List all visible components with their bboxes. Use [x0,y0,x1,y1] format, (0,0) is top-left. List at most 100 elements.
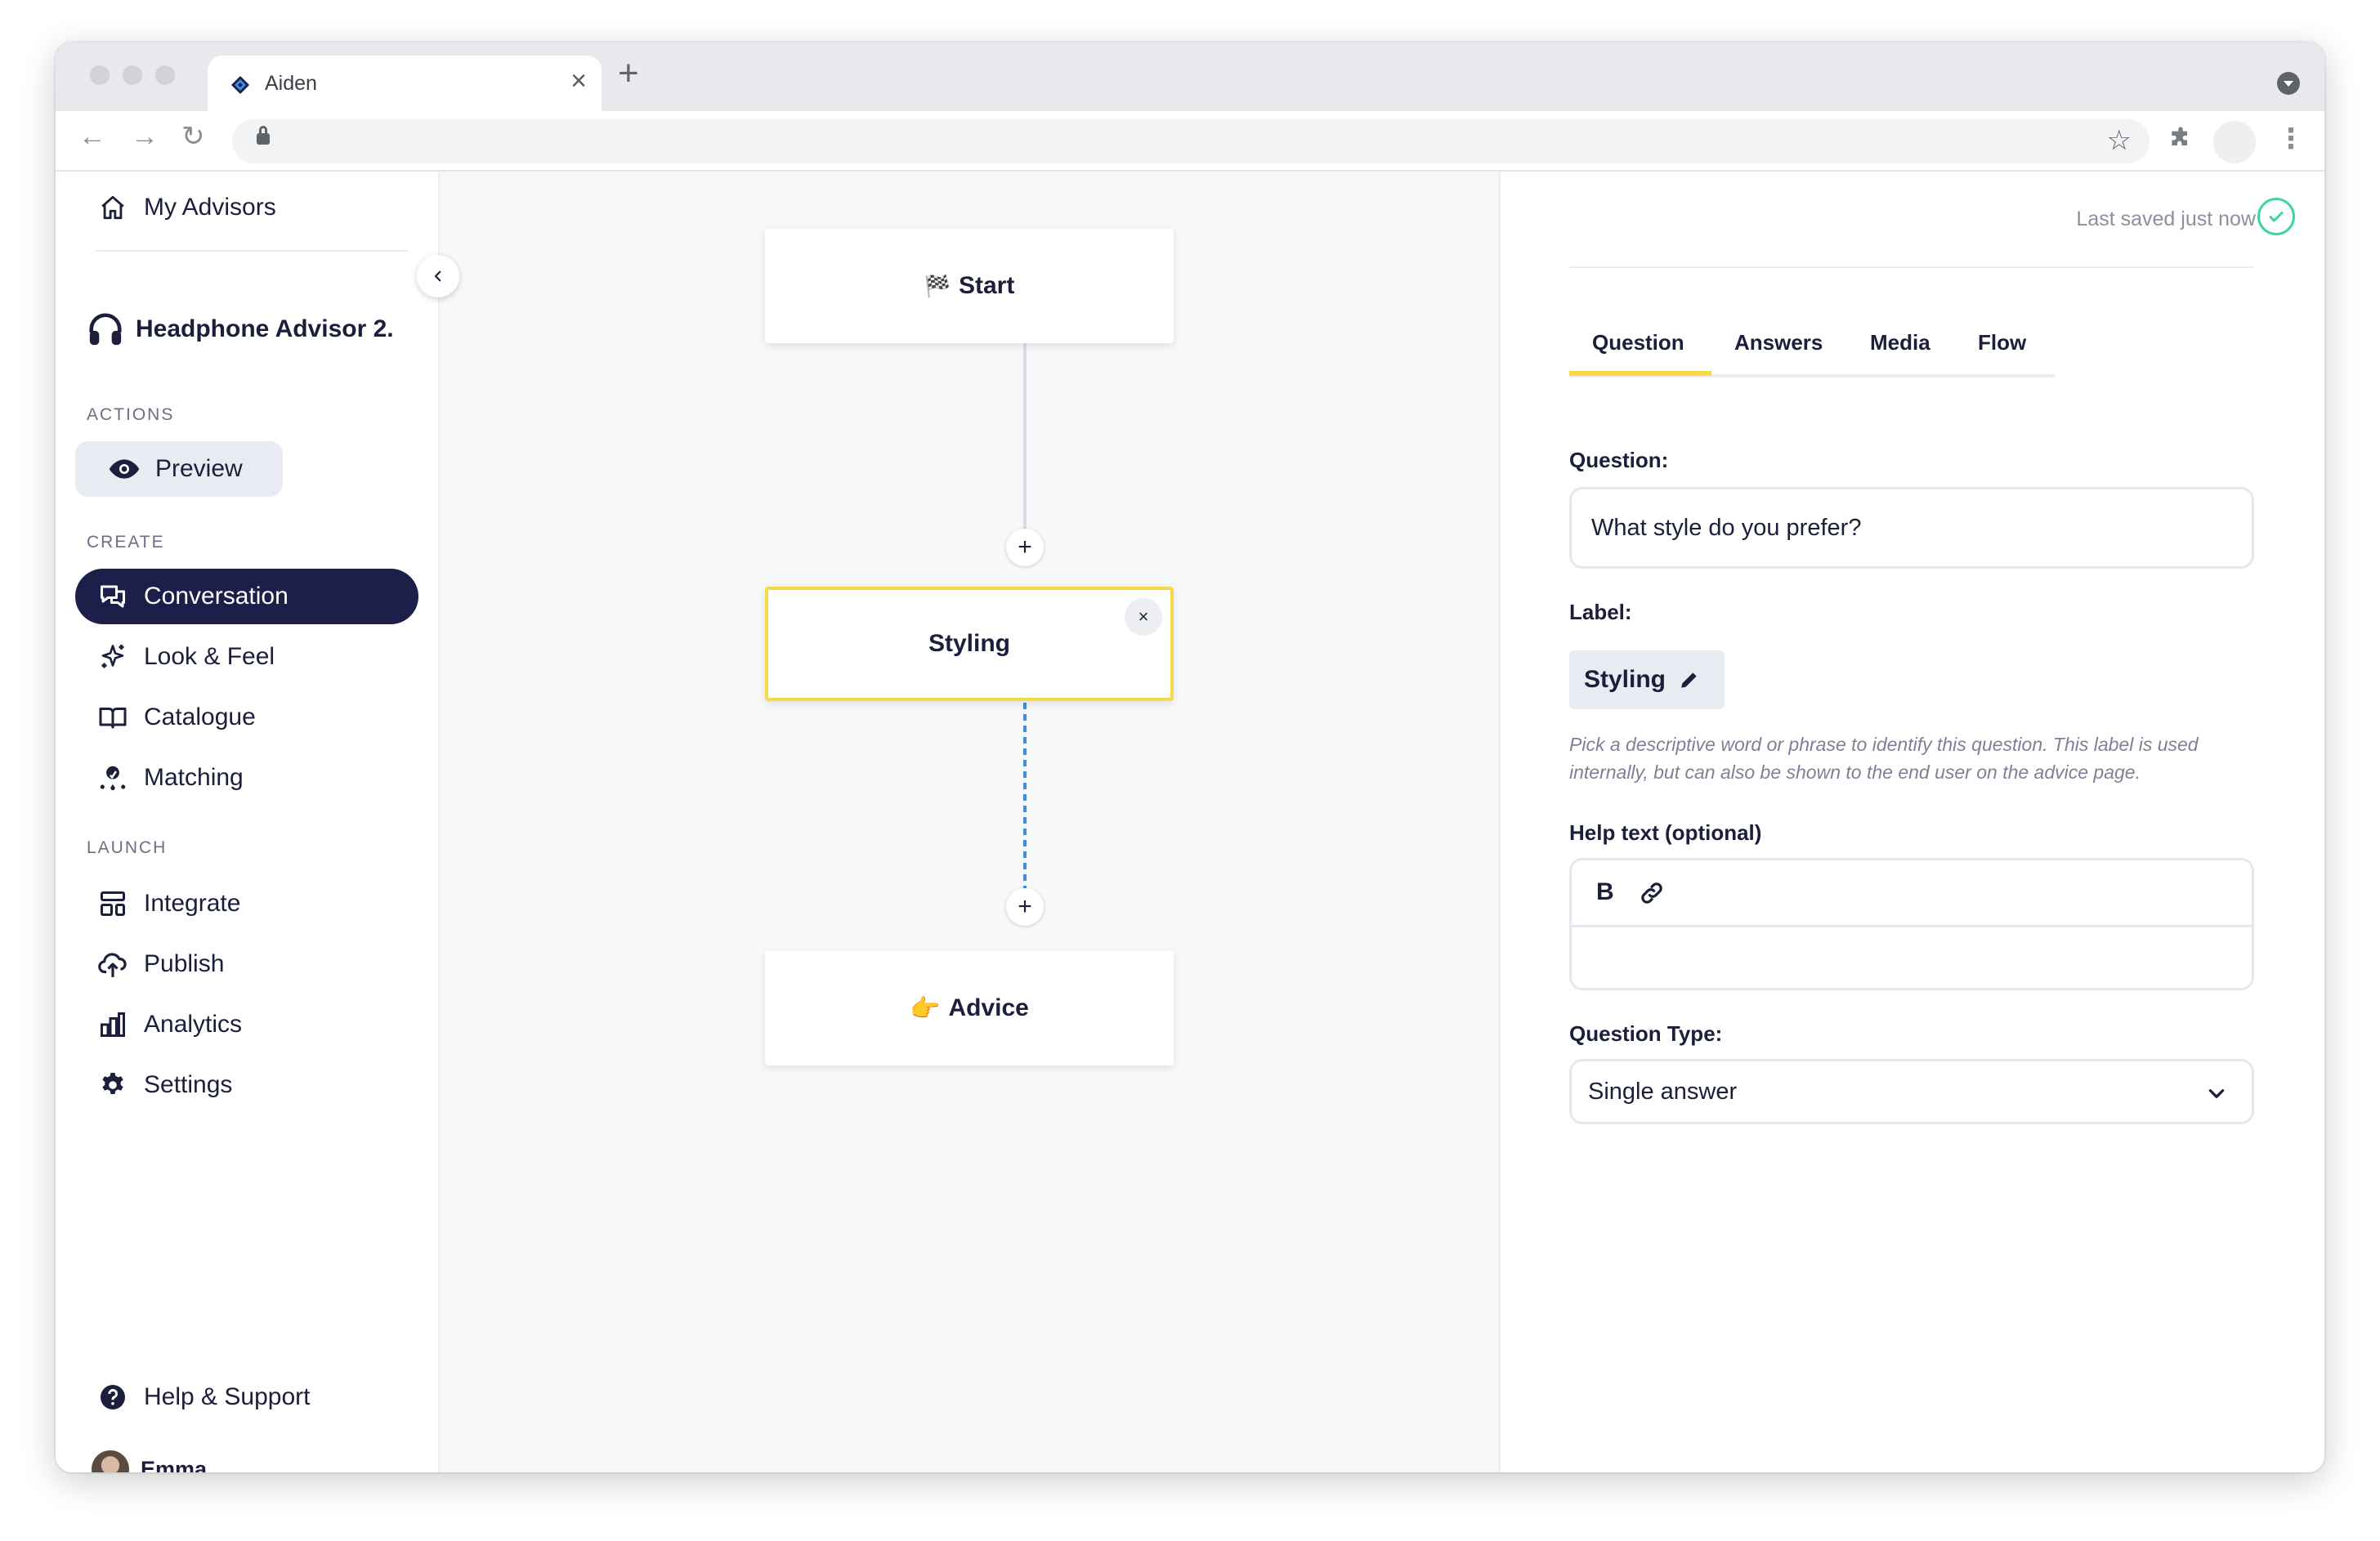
extensions-puzzle-icon[interactable] [2168,126,2194,152]
advisor-name: Headphone Advisor 2. [136,315,394,342]
eye-icon [109,459,140,479]
window-close-dot[interactable] [90,65,110,85]
sidebar-item-analytics[interactable]: Analytics [75,997,418,1052]
award-icon [96,762,129,794]
panel-divider [1569,266,2254,268]
headphones-icon [89,313,122,346]
delete-node-button[interactable]: × [1125,598,1162,636]
tab-answers[interactable]: Answers [1734,330,1823,355]
sidebar-item-catalogue[interactable]: Catalogue [75,690,418,745]
sidebar-item-look-and-feel[interactable]: Look & Feel [75,629,418,685]
user-profile[interactable]: Emma [88,1441,432,1472]
help-text-editor[interactable]: B [1569,858,2254,990]
preview-button[interactable]: Preview [75,441,283,497]
address-bar[interactable]: ☆ [232,119,2150,163]
help-text-field-label: Help text (optional) [1569,820,1762,845]
start-node[interactable]: 🏁 Start [765,229,1174,343]
tab-media[interactable]: Media [1870,330,1930,355]
flow-connector-dashed [1023,657,1027,904]
aiden-logo-icon [231,76,249,94]
question-type-select[interactable]: Single answer [1569,1059,2254,1124]
sidebar-item-label: Look & Feel [144,643,275,670]
sidebar-item-label: Publish [144,950,225,977]
question-editor-panel: Last saved just now Question Answers Med… [1499,172,2324,1472]
sparkle-icon [96,641,129,673]
preview-label: Preview [155,455,243,482]
profile-avatar[interactable] [2213,121,2256,163]
browser-menu-icon[interactable]: ⋮ [2277,123,2305,154]
avatar [92,1450,129,1472]
question-type-field-label: Question Type: [1569,1021,1723,1046]
sidebar-item-help-support[interactable]: Help & Support [75,1369,418,1425]
sidebar-item-publish[interactable]: Publish [75,936,418,992]
chevron-down-icon [2208,1089,2225,1098]
window-minimize-dot[interactable] [123,65,142,85]
sidebar-item-my-advisors[interactable]: My Advisors [75,180,418,235]
question-input[interactable]: What style do you prefer? [1569,487,2254,569]
add-node-button[interactable]: + [1006,529,1044,566]
bookmark-star-icon[interactable]: ☆ [2106,125,2132,156]
bold-button[interactable]: B [1596,878,1614,905]
label-chip[interactable]: Styling [1569,650,1725,709]
link-icon[interactable] [1639,880,1665,906]
browser-tab[interactable]: Aiden × [208,56,602,111]
sidebar-item-matching[interactable]: Matching [75,750,418,806]
pointing-hand-icon: 👉 [910,994,941,1022]
sidebar-item-label: Help & Support [144,1383,311,1410]
sidebar-item-label: Analytics [144,1011,243,1038]
tab-flow[interactable]: Flow [1978,330,2027,355]
sidebar-item-integrate[interactable]: Integrate [75,876,418,931]
start-node-label: Start [959,272,1015,299]
window-zoom-dot[interactable] [155,65,175,85]
sidebar-item-label: Integrate [144,890,241,917]
question-node-styling[interactable]: Styling × [765,587,1174,701]
tab-close-icon[interactable]: × [570,65,587,96]
flow-canvas[interactable]: 🏁 Start + Styling × + 👉 Advice [440,172,1499,1472]
chat-icon [96,580,129,613]
sidebar-item-label: Matching [144,764,244,791]
bar-chart-icon [96,1008,129,1041]
home-icon [96,191,129,224]
chevron-left-icon [434,270,441,282]
editor-tabs: Question Answers Media Flow [1569,330,2055,377]
forward-arrow-icon[interactable]: → [131,121,159,152]
sidebar-item-settings[interactable]: Settings [75,1057,418,1113]
sidebar-item-label: Conversation [144,583,289,610]
active-tab-indicator [1569,371,1711,376]
pencil-icon[interactable] [1679,669,1700,690]
browser-toolbar: ← → ↻ ☆ ⋮ [56,111,2324,172]
question-input-value: What style do you prefer? [1591,514,1862,541]
advice-node[interactable]: 👉 Advice [765,951,1174,1065]
label-hint: Pick a descriptive word or phrase to ide… [1569,734,2199,783]
user-name: Emma [141,1456,208,1473]
book-icon [96,701,129,734]
browser-tab-bar: Aiden × + [56,42,2324,111]
sidebar-item-conversation[interactable]: Conversation [75,569,418,624]
rich-text-toolbar: B [1572,860,2252,927]
section-label-create: CREATE [87,533,165,552]
tab-question[interactable]: Question [1592,330,1684,355]
lock-icon [257,126,270,145]
browser-window: Aiden × + ← → ↻ ☆ ⋮ My Advisors [56,42,2324,1472]
gear-icon [96,1069,129,1101]
check-circle-icon [2257,198,2295,235]
profile-menu-icon[interactable] [2277,72,2300,95]
layout-icon [96,887,129,920]
label-chip-value: Styling [1584,666,1666,693]
back-arrow-icon[interactable]: ← [78,121,106,152]
sidebar-item-label: My Advisors [144,194,276,221]
question-field-label: Question: [1569,448,1669,472]
help-icon [96,1381,129,1414]
advice-node-label: Advice [948,994,1029,1021]
collapse-sidebar-button[interactable] [417,255,459,297]
save-status: Last saved just now [2076,208,2256,230]
question-type-value: Single answer [1588,1078,1738,1105]
tab-title: Aiden [265,72,317,95]
sidebar: My Advisors Headphone Advisor 2. ACTIONS… [56,172,440,1472]
section-label-actions: ACTIONS [87,405,175,424]
new-tab-button[interactable]: + [618,53,639,93]
sidebar-divider [96,250,407,252]
add-node-button[interactable]: + [1006,888,1044,926]
reload-icon[interactable]: ↻ [181,121,205,152]
checkered-flag-icon: 🏁 [924,273,951,298]
